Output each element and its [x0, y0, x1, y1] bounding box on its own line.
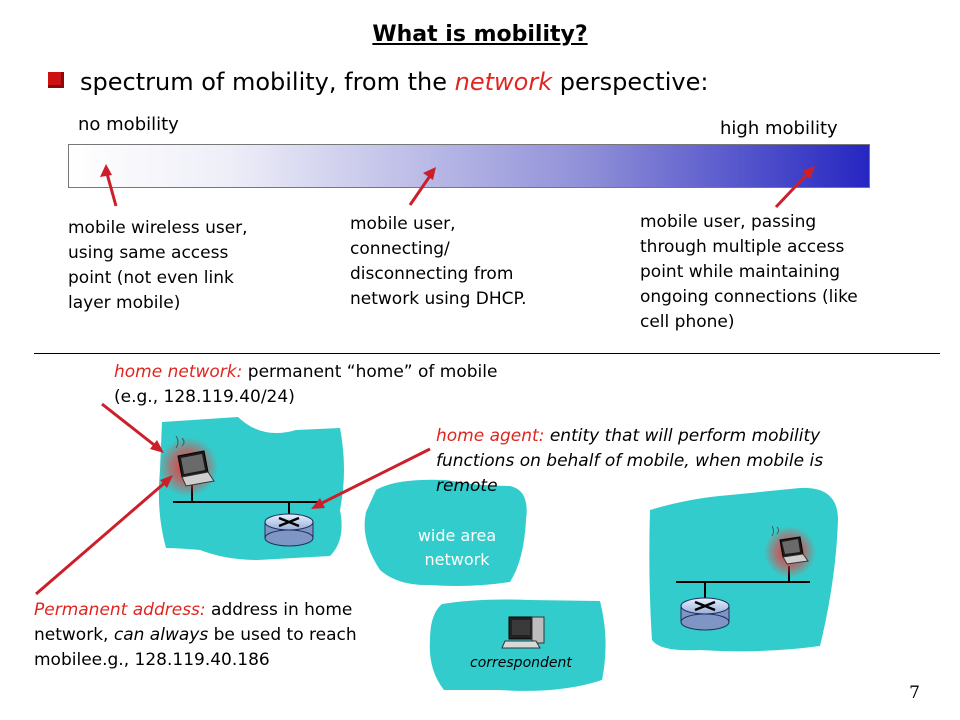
- foreign-laptop-icon: [771, 525, 809, 565]
- permanent-address-annotation: Permanent address: address in home netwo…: [34, 600, 357, 670]
- arrow-home-network: [101, 402, 159, 450]
- home-router-icon: [264, 513, 314, 547]
- arrow-low: [104, 169, 118, 207]
- note-low-mobility: mobile wireless user, using same access …: [68, 218, 248, 313]
- headline-highlight: network: [454, 68, 553, 96]
- correspondent-label: correspondent: [470, 655, 572, 671]
- headline: spectrum of mobility, from the network p…: [48, 68, 708, 96]
- slide-title: What is mobility?: [372, 22, 588, 47]
- slide-number: 7: [909, 683, 920, 703]
- spectrum-arrows: [100, 164, 815, 209]
- high-mobility-label: high mobility: [720, 118, 838, 139]
- annotation-arrows: [35, 402, 431, 596]
- wan-label: wide area network: [417, 526, 497, 569]
- arrow-permanent-address: [35, 478, 169, 596]
- mobility-spectrum-bar: [68, 144, 870, 188]
- wan-cloud: [364, 479, 527, 586]
- home-agent-annotation: home agent: entity that will perform mob…: [436, 426, 824, 496]
- arrow-high: [774, 169, 812, 209]
- foreign-router-icon: [680, 597, 730, 631]
- foreign-network-cloud: [649, 487, 838, 652]
- bullet-icon: [48, 72, 64, 88]
- headline-text-1: spectrum of mobility, from the: [80, 68, 455, 96]
- arrow-home-agent: [317, 447, 431, 507]
- note-high-mobility: mobile user, passing through multiple ac…: [640, 212, 858, 332]
- headline-text-2: perspective:: [552, 68, 709, 96]
- home-network-annotation: home network: permanent “home” of mobile…: [114, 362, 498, 407]
- correspondent-computer-icon: [501, 616, 545, 649]
- home-laptop-icon: [175, 435, 215, 487]
- arrow-mid: [408, 172, 434, 206]
- note-medium-mobility: mobile user, connecting/ disconnecting f…: [350, 214, 527, 309]
- section-divider: [34, 353, 940, 354]
- no-mobility-label: no mobility: [78, 114, 179, 135]
